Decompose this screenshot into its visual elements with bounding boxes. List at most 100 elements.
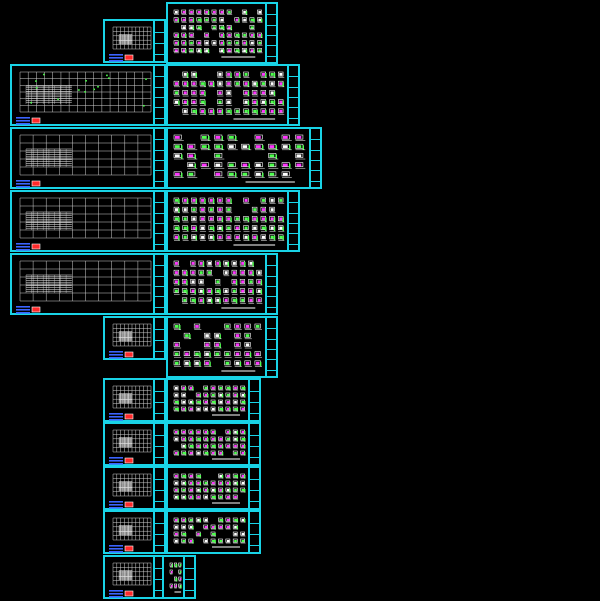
rebar-mark: [186, 289, 188, 295]
section-detail: [244, 342, 251, 347]
section-fill: [245, 361, 250, 365]
section-fill: [249, 280, 253, 284]
section-detail: [218, 538, 223, 543]
section-fill: [235, 217, 239, 221]
section-fill: [197, 482, 200, 485]
section-fill: [175, 475, 178, 478]
rebar-mark: [244, 519, 246, 523]
section-fill: [218, 73, 222, 76]
section-fill: [175, 208, 179, 211]
section-fill: [218, 208, 222, 211]
section-fill: [175, 408, 178, 411]
section-fill: [283, 136, 288, 139]
section-fill: [212, 452, 215, 455]
section-fill: [212, 41, 216, 44]
legend-line-blue: [16, 186, 30, 188]
section-fill: [191, 280, 195, 284]
title-block-cell: [311, 170, 320, 175]
drawing-sheet-plan: [10, 127, 166, 189]
rebar-mark: [221, 226, 224, 232]
section-fill: [241, 271, 245, 274]
drawing-sheet-detail: [166, 253, 278, 315]
section-detail: [188, 9, 194, 14]
rebar-mark: [184, 445, 187, 449]
section-fill: [234, 452, 237, 455]
sheet-drawing: [109, 562, 152, 598]
legend-red-box: [124, 413, 134, 420]
section-fill: [228, 41, 231, 44]
section-fill: [245, 352, 250, 356]
section-fill: [227, 217, 231, 221]
section-detail: [182, 206, 188, 212]
section-detail: [181, 524, 186, 529]
section-detail: [278, 108, 284, 114]
section-fill: [234, 438, 237, 441]
section-fill: [175, 136, 180, 139]
section-detail: [232, 494, 238, 499]
section-fill: [212, 26, 216, 29]
rebar-mark: [244, 438, 246, 442]
drawing-sheet-plan: [103, 378, 166, 422]
section-fill: [190, 26, 193, 29]
sheet-drawing: [109, 26, 152, 62]
rebar-mark: [244, 401, 246, 405]
title-block: [153, 129, 164, 187]
section-fill: [227, 226, 231, 230]
rebar-mark: [275, 154, 277, 159]
title-block-cell: [155, 286, 164, 291]
section-fill: [226, 526, 230, 529]
section-fill: [218, 217, 222, 221]
section-fill: [204, 394, 208, 397]
rebar-mark: [235, 298, 238, 304]
section-fill: [182, 475, 185, 478]
section-fill: [257, 271, 261, 274]
rebar-mark: [209, 361, 211, 367]
section-detail: [232, 399, 238, 404]
section-detail: [223, 269, 229, 275]
title-block-cell: [155, 149, 164, 155]
rebar-mark: [265, 73, 267, 78]
title-block-cell: [289, 107, 298, 112]
section-detail: [187, 171, 196, 177]
rebar-mark: [214, 496, 216, 500]
section-fill: [216, 289, 220, 293]
section-detail: [203, 406, 208, 411]
rebar-mark: [195, 235, 197, 241]
rebar-mark: [302, 145, 304, 150]
section-detail: [203, 494, 208, 499]
section-fill: [212, 526, 215, 529]
section-fill: [182, 11, 186, 14]
legend-red-box: [124, 501, 134, 508]
section-fill: [226, 489, 230, 492]
rebar-mark: [259, 361, 262, 367]
drawing-sheet-plan: [10, 253, 166, 315]
title-block-cell: [311, 149, 320, 155]
rebar-mark: [199, 533, 202, 537]
rebar-mark: [207, 438, 209, 442]
rebar-mark: [245, 41, 248, 46]
section-fill: [175, 235, 179, 239]
rebar-mark: [192, 482, 194, 486]
section-detail: [232, 443, 238, 448]
rebar-mark: [221, 482, 224, 486]
title-block: [153, 255, 164, 313]
section-detail: [254, 351, 261, 357]
section-fill: [175, 401, 178, 404]
rebar-mark: [204, 109, 206, 115]
title-block: [287, 192, 298, 250]
section-detail: [281, 171, 290, 177]
section-fill: [215, 172, 221, 176]
section-fill: [182, 34, 186, 37]
title-block-cell: [267, 265, 276, 270]
section-fill: [249, 271, 253, 274]
drawing-sheet-plan: [10, 190, 166, 252]
rebar-mark: [204, 82, 206, 87]
section-detail: [211, 40, 217, 45]
section-fill: [199, 298, 203, 302]
section-detail: [198, 279, 204, 284]
section-detail: [217, 90, 223, 95]
section-detail: [204, 332, 211, 338]
rebar-mark: [186, 82, 189, 87]
rebar-mark: [194, 163, 196, 169]
section-fill: [197, 438, 200, 441]
